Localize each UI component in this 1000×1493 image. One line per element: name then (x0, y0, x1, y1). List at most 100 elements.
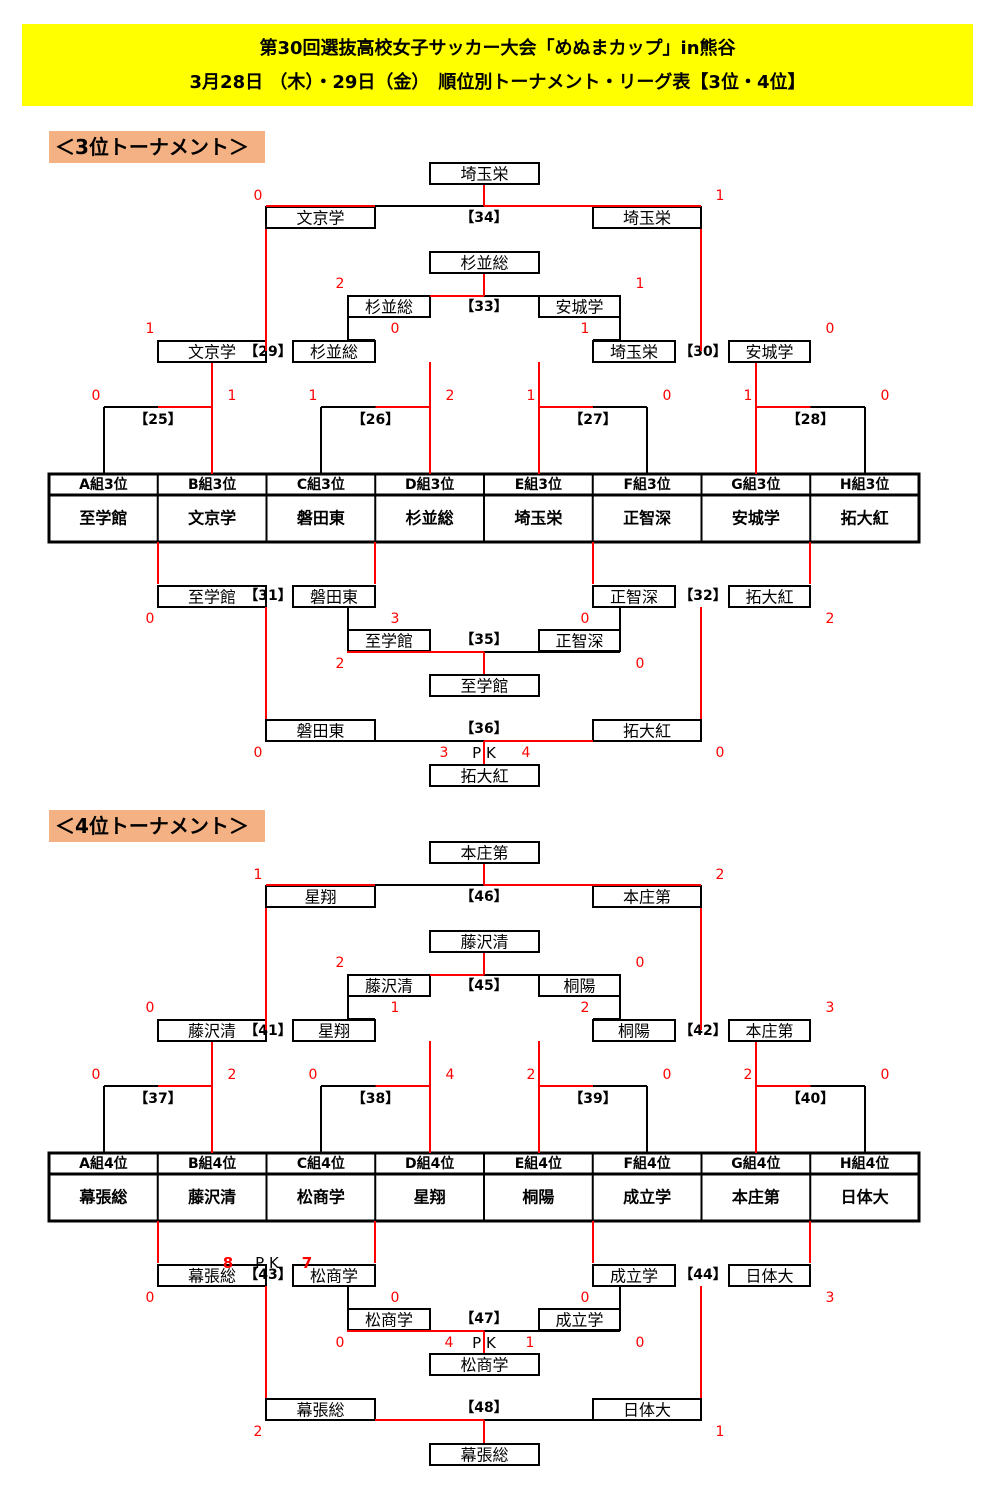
t0-bq-score: 3 (391, 611, 400, 627)
t1-bq-team-box (728, 1264, 811, 1287)
t1-bo-team-box (265, 1398, 376, 1421)
t0-bq-team-box (157, 585, 267, 608)
t1-bq-team: 幕張総 (188, 1267, 236, 1286)
t0-bo-score: 0 (716, 745, 725, 761)
t0-group-team: 埼玉栄 (514, 509, 563, 528)
t0-bi-num: 【35】 (460, 632, 507, 648)
t1-r1-score: 2 (744, 1067, 753, 1083)
t0-bo-pk: 4 (522, 745, 531, 761)
t1-group-label: B組4位 (188, 1155, 236, 1172)
t0-r1-num: 【26】 (352, 412, 399, 428)
t1-qf-score: 0 (146, 1000, 155, 1016)
t0-qf-team: 杉並総 (310, 343, 358, 362)
t1-bq-team: 成立学 (610, 1267, 658, 1286)
t1-r1-score: 0 (309, 1067, 318, 1083)
t1-qf-team: 本庄第 (745, 1022, 793, 1041)
t0-bo-winner: 拓大紅 (460, 767, 508, 786)
t1-bi-winner: 松商学 (460, 1356, 508, 1375)
t1-bi-bar (347, 1330, 484, 1332)
t0-r1-num: 【25】 (134, 412, 181, 428)
t1-bi-winner-box (429, 1353, 540, 1376)
t1-bi-pk-label: P K (472, 1334, 497, 1352)
t1-link (593, 996, 621, 1020)
t1-bi-pk: 4 (445, 1335, 454, 1351)
t1-group-team: 本庄第 (732, 1188, 780, 1207)
t0-r1-score: 1 (309, 388, 318, 404)
t0-so-team: 文京学 (296, 209, 344, 228)
t1-so-winner-box (429, 841, 540, 864)
t0-bq-score: 0 (146, 611, 155, 627)
t0-group-label: H組3位 (840, 476, 889, 493)
t1-bo-winner: 幕張総 (460, 1446, 508, 1465)
t0-bo-team-box (265, 719, 376, 742)
t1-so-num: 【46】 (460, 889, 507, 905)
t1-r1-num: 【37】 (134, 1091, 181, 1107)
t0-bq-score: 2 (826, 611, 835, 627)
t0-so-winner: 埼玉栄 (460, 165, 508, 184)
t0-group-team: 正智深 (623, 509, 671, 528)
t1-bq-team-box (292, 1264, 376, 1287)
t1-group-label: C組4位 (297, 1155, 345, 1172)
t1-r1-num: 【38】 (352, 1091, 399, 1107)
t1-bq-pk-label: P K (255, 1254, 280, 1272)
t0-si-score: 2 (336, 276, 345, 292)
tournament-subtitle: 3月28日 （木）・29日（金） 順位別トーナメント・リーグ表【3位・4位】 (189, 72, 806, 93)
t0-qf-team: 文京学 (188, 343, 236, 362)
t0-bo-winner-box (429, 764, 540, 787)
t0-so-num: 【34】 (460, 210, 507, 226)
t0-bo-score: 0 (254, 745, 263, 761)
t1-bi-num: 【47】 (460, 1311, 507, 1327)
t0-qf-score: 1 (581, 321, 590, 337)
t0-group-label: B組3位 (188, 476, 236, 493)
t1-r1-score: 0 (663, 1067, 672, 1083)
t0-so-team: 埼玉栄 (623, 209, 671, 228)
section-title-4th: ＜4位トーナメント＞ (49, 810, 265, 842)
t1-r1-num: 【40】 (787, 1091, 834, 1107)
t0-si-team: 杉並総 (365, 298, 413, 317)
t1-bi-team: 成立学 (555, 1311, 603, 1330)
t1-group-team: 松商学 (297, 1188, 345, 1207)
t1-group-team: 日体大 (841, 1188, 889, 1207)
t0-group-team: 至学館 (79, 509, 127, 528)
t0-bi-score: 2 (336, 656, 345, 672)
t0-qf-team-box (592, 340, 676, 363)
t1-si-team-box (347, 974, 431, 997)
t1-group-team: 星翔 (414, 1188, 446, 1207)
t0-si-team: 安城学 (555, 298, 603, 317)
t1-r1-score: 2 (228, 1067, 237, 1083)
t1-qf-team: 星翔 (318, 1022, 350, 1041)
t0-bo-team: 磐田東 (296, 722, 344, 741)
t0-bi-team: 正智深 (555, 632, 603, 651)
t1-bq-score: 0 (581, 1290, 590, 1306)
t0-so-winner-box (429, 162, 540, 185)
t0-qf-num: 【29】 (244, 344, 291, 360)
t1-bq-score: 0 (391, 1290, 400, 1306)
t0-r1-score: 0 (92, 388, 101, 404)
t1-bq-team: 日体大 (745, 1267, 793, 1286)
t0-bo-team-box (592, 719, 702, 742)
t0-si-winner: 杉並総 (460, 254, 508, 273)
t0-qf-num: 【30】 (679, 344, 726, 360)
t1-si-score: 2 (336, 955, 345, 971)
t0-group-team: 安城学 (732, 509, 780, 528)
t0-group-label: C組3位 (297, 476, 345, 493)
t1-bo-num: 【48】 (460, 1400, 507, 1416)
t1-r1-score: 2 (527, 1067, 536, 1083)
t1-bq-pk: 7 (302, 1254, 312, 1272)
t1-group-label: D組4位 (405, 1155, 454, 1172)
t1-qf-score: 1 (391, 1000, 400, 1016)
t0-r1-score: 1 (744, 388, 753, 404)
t1-bi-pk: 1 (526, 1335, 535, 1351)
t0-group-label: A組3位 (79, 476, 128, 493)
t0-bo-team: 拓大紅 (623, 722, 671, 741)
t0-r1-num: 【28】 (787, 412, 834, 428)
t0-bq-team: 至学館 (188, 588, 236, 607)
t1-si-num: 【45】 (460, 978, 507, 994)
t0-r1-score: 2 (446, 388, 455, 404)
t0-bo-num: 【36】 (460, 721, 507, 737)
t1-bi-score: 0 (636, 1335, 645, 1351)
t1-si-team: 桐陽 (563, 977, 595, 996)
t0-group-team: 文京学 (188, 509, 236, 528)
t0-r1-num: 【27】 (569, 412, 616, 428)
